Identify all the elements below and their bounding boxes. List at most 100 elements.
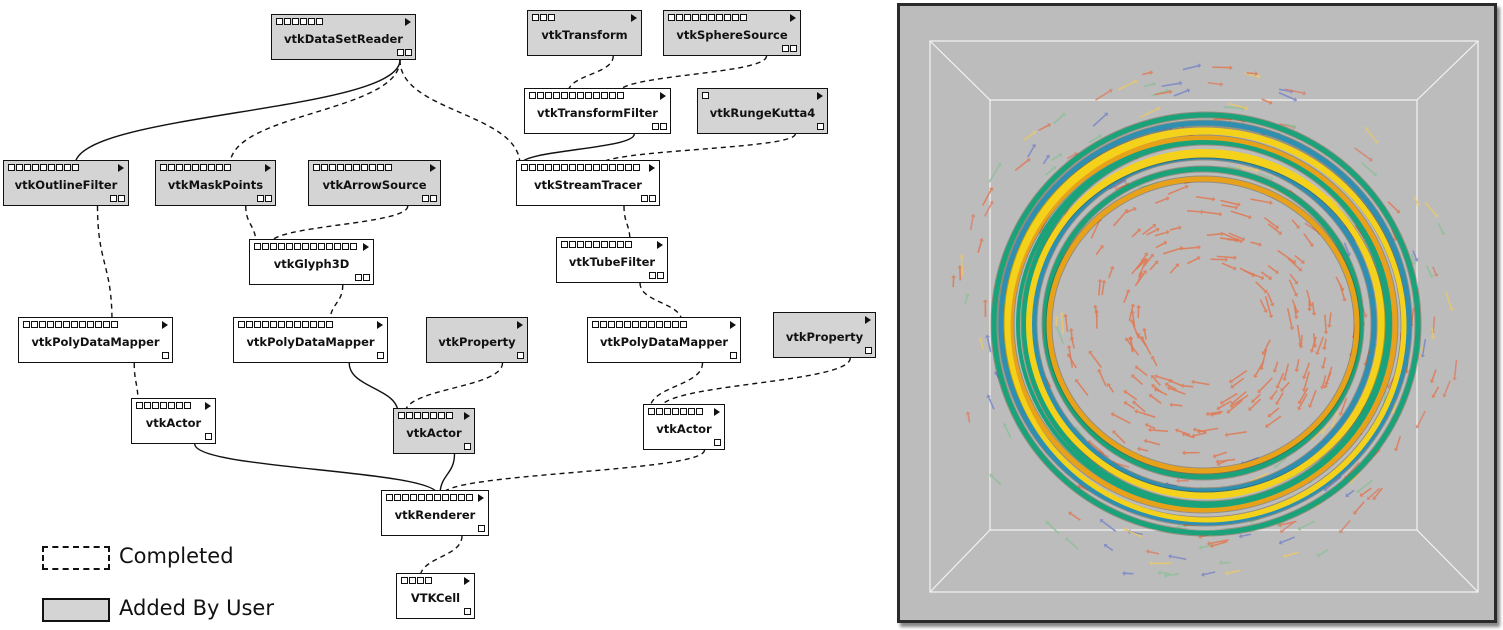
input-port[interactable] (337, 164, 344, 171)
pipeline-node-arrow[interactable]: vtkArrowSource (308, 160, 441, 206)
input-port[interactable] (625, 164, 632, 171)
input-port[interactable] (254, 321, 261, 328)
input-port[interactable] (176, 402, 183, 409)
output-port[interactable] (110, 195, 117, 202)
input-port[interactable] (640, 321, 647, 328)
pipeline-node-actor3[interactable]: vtkActor (643, 404, 725, 450)
input-port[interactable] (672, 321, 679, 328)
input-port[interactable] (353, 164, 360, 171)
output-port[interactable] (397, 49, 404, 56)
pipeline-node-renderer[interactable]: vtkRenderer (381, 490, 489, 536)
input-port[interactable] (168, 164, 175, 171)
input-port[interactable] (434, 494, 441, 501)
input-port[interactable] (696, 408, 703, 415)
output-port[interactable] (641, 195, 648, 202)
input-port[interactable] (608, 321, 615, 328)
expand-arrow-icon[interactable] (363, 243, 369, 251)
input-port[interactable] (144, 402, 151, 409)
input-port[interactable] (402, 494, 409, 501)
input-port[interactable] (406, 412, 413, 419)
input-port[interactable] (278, 243, 285, 250)
input-port[interactable] (438, 412, 445, 419)
input-port[interactable] (318, 243, 325, 250)
output-port[interactable] (517, 352, 524, 359)
pipeline-node-map2[interactable]: vtkPolyDataMapper (233, 317, 388, 363)
input-port[interactable] (585, 241, 592, 248)
input-port[interactable] (56, 164, 63, 171)
input-port[interactable] (168, 402, 175, 409)
input-port[interactable] (676, 14, 683, 21)
pipeline-node-actor2[interactable]: vtkActor (393, 408, 475, 454)
expand-arrow-icon[interactable] (405, 18, 411, 26)
input-port[interactable] (553, 164, 560, 171)
input-port[interactable] (200, 164, 207, 171)
input-port[interactable] (192, 164, 199, 171)
input-port[interactable] (318, 321, 325, 328)
input-port[interactable] (656, 408, 663, 415)
input-port[interactable] (585, 92, 592, 99)
input-port[interactable] (418, 494, 425, 501)
expand-arrow-icon[interactable] (517, 321, 523, 329)
output-port[interactable] (265, 195, 272, 202)
input-port[interactable] (160, 402, 167, 409)
output-port[interactable] (730, 352, 737, 359)
expand-arrow-icon[interactable] (265, 164, 271, 172)
input-port[interactable] (321, 164, 328, 171)
input-port[interactable] (600, 321, 607, 328)
input-port[interactable] (398, 412, 405, 419)
output-port[interactable] (657, 272, 664, 279)
input-port[interactable] (224, 164, 231, 171)
input-port[interactable] (176, 164, 183, 171)
input-port[interactable] (310, 243, 317, 250)
output-port[interactable] (790, 45, 797, 52)
input-port[interactable] (160, 164, 167, 171)
input-port[interactable] (79, 321, 86, 328)
input-port[interactable] (446, 412, 453, 419)
input-port[interactable] (294, 321, 301, 328)
input-port[interactable] (593, 92, 600, 99)
input-port[interactable] (87, 321, 94, 328)
input-port[interactable] (656, 321, 663, 328)
output-port[interactable] (865, 347, 872, 354)
expand-arrow-icon[interactable] (865, 316, 871, 324)
input-port[interactable] (617, 164, 624, 171)
input-port[interactable] (609, 92, 616, 99)
pipeline-node-actor1[interactable]: vtkActor (131, 398, 216, 444)
pipeline-node-tube[interactable]: vtkTubeFilter (556, 237, 668, 283)
input-port[interactable] (414, 412, 421, 419)
input-port[interactable] (417, 577, 424, 584)
input-port[interactable] (692, 14, 699, 21)
input-port[interactable] (569, 164, 576, 171)
input-port[interactable] (369, 164, 376, 171)
input-port[interactable] (458, 494, 465, 501)
output-port[interactable] (205, 433, 212, 440)
expand-arrow-icon[interactable] (162, 321, 168, 329)
input-port[interactable] (724, 14, 731, 21)
input-port[interactable] (592, 321, 599, 328)
input-port[interactable] (72, 164, 79, 171)
input-port[interactable] (310, 321, 317, 328)
input-port[interactable] (48, 164, 55, 171)
expand-arrow-icon[interactable] (790, 14, 796, 22)
input-port[interactable] (184, 402, 191, 409)
input-port[interactable] (262, 243, 269, 250)
input-port[interactable] (617, 92, 624, 99)
output-port[interactable] (355, 274, 362, 281)
input-port[interactable] (430, 412, 437, 419)
output-port[interactable] (422, 195, 429, 202)
pipeline-node-transform[interactable]: vtkTransform (527, 10, 642, 56)
input-port[interactable] (708, 14, 715, 21)
input-port[interactable] (422, 412, 429, 419)
input-port[interactable] (55, 321, 62, 328)
input-port[interactable] (284, 18, 291, 25)
input-port[interactable] (270, 321, 277, 328)
output-port[interactable] (464, 608, 471, 615)
input-port[interactable] (385, 164, 392, 171)
input-port[interactable] (342, 243, 349, 250)
pipeline-node-mask[interactable]: vtkMaskPoints (155, 160, 276, 206)
input-port[interactable] (601, 92, 608, 99)
input-port[interactable] (700, 14, 707, 21)
input-port[interactable] (548, 14, 555, 21)
output-port[interactable] (118, 195, 125, 202)
input-port[interactable] (537, 164, 544, 171)
